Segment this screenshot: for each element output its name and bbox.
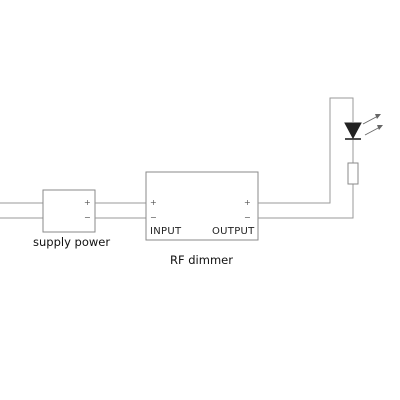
supply-plus-terminal: + [84, 198, 91, 207]
dimmer-output-minus: − [244, 213, 251, 222]
dimmer-input-plus: + [150, 198, 157, 207]
led-icon [344, 114, 383, 163]
dimmer-input-label: INPUT [150, 226, 182, 237]
dimmer-output-label: OUTPUT [212, 226, 255, 237]
supply-power-box [42, 189, 96, 233]
supply-power-label: supply power [33, 235, 110, 249]
resistor-icon [347, 162, 359, 185]
rf-dimmer-label: RF dimmer [170, 253, 233, 267]
rf-dimmer-block: + − + − INPUT OUTPUT RF dimmer [145, 171, 259, 267]
rf-dimmer-box [145, 171, 259, 241]
wire-output-minus [258, 184, 354, 219]
dimmer-input-minus: − [150, 213, 157, 222]
supply-minus-terminal: − [84, 213, 91, 222]
dimmer-output-plus: + [244, 198, 251, 207]
supply-power-block: + − supply power [33, 189, 110, 249]
wire-output-plus [258, 97, 354, 204]
